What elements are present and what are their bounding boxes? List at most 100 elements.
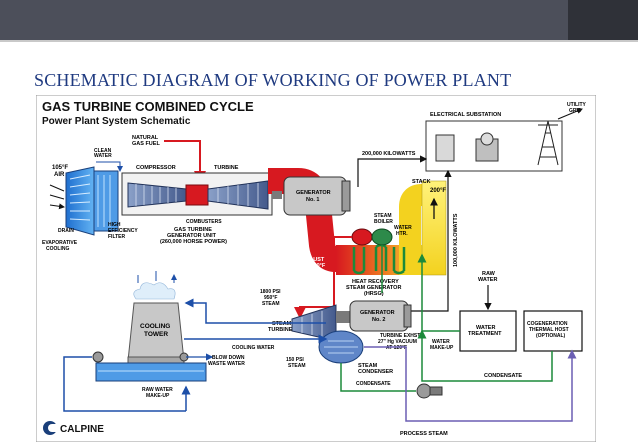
steam-psi-label-1: 1800 PSI <box>260 289 281 295</box>
turbine-exhaust-label-2: 27" Hg VACUUM <box>378 339 417 345</box>
psi150-label-2: STEAM <box>288 363 306 369</box>
hrsg-coils <box>352 243 406 275</box>
air-label: AIR <box>54 172 65 178</box>
cooling-water-return <box>184 298 326 324</box>
generator1-power-line <box>357 155 428 187</box>
power-plant-schematic: GAS TURBINE COMBINED CYCLE Power Plant S… <box>36 95 596 442</box>
high-efficiency-filter-label-1: HIGH <box>108 222 121 228</box>
steam-boiler-label-2: BOILER <box>374 219 393 225</box>
utility-grid-label-1: UTILITY <box>567 102 587 108</box>
raw-water-makeup-label-2: MAKE-UP <box>146 393 170 399</box>
gas-turbine-unit-label-2: GENERATOR UNIT <box>167 233 217 239</box>
generator-2 <box>349 300 412 332</box>
cooling-water-label: COOLING WATER <box>232 345 275 351</box>
drain-label: DRAIN <box>58 228 74 234</box>
clean-water-label-1: CLEAN <box>94 148 112 154</box>
gas-turbine-unit-label-1: GAS TURBINE <box>174 227 212 233</box>
cogeneration-label-1: COGENERATION <box>527 321 568 327</box>
raw-water-makeup-label-1: RAW WATER <box>142 387 173 393</box>
hrsg-label-2: STEAM GENERATOR <box>346 285 401 291</box>
steam-condenser <box>318 330 364 364</box>
kw-200-label: 200,000 KILOWATTS <box>362 151 416 157</box>
natural-gas-line <box>164 140 206 183</box>
water-treatment-label-1: WATER <box>476 325 495 331</box>
psi150-label-1: 150 PSI <box>286 357 304 363</box>
high-efficiency-filter-label-2: EFFICIENCY <box>108 228 138 234</box>
gas-turbine-unit-label-3: (260,000 HORSE POWER) <box>160 239 227 245</box>
condensate-label: CONDENSATE <box>356 381 391 387</box>
slide-title: SCHEMATIC DIAGRAM OF WORKING OF POWER PL… <box>34 70 512 90</box>
turbine-exhaust-label-1: TURBINE EXHST <box>380 333 420 339</box>
exhaust-label-2: GAS 1000°F <box>294 263 326 269</box>
blow-down-label-1: BLOW DOWN <box>212 355 245 361</box>
water-treatment-label-2: TREATMENT <box>468 331 502 337</box>
circulating-pump <box>92 351 104 363</box>
turbine-exhaust-label-3: AT 120°F <box>386 345 407 351</box>
evaporative-cooling-label-2: COOLING <box>46 246 69 252</box>
cogeneration-label-3: (OPTIONAL) <box>536 333 565 339</box>
steam-condenser-label-1: STEAM <box>358 363 378 369</box>
turbine-label: TURBINE <box>214 165 239 171</box>
generator1-label-2: No. 1 <box>306 197 319 203</box>
schematic-heading: GAS TURBINE COMBINED CYCLE <box>42 99 254 114</box>
cooling-tower-label-1: COOLING <box>140 323 170 330</box>
steam-psi-label-3: STEAM <box>262 301 280 307</box>
evaporative-cooler <box>65 166 119 236</box>
calpine-logo <box>43 421 58 435</box>
stack-temp-label: 200°F <box>430 188 446 194</box>
calpine-brand: CALPINE <box>60 424 104 435</box>
stack-label: STACK <box>412 179 431 185</box>
raw-water-label-1: RAW <box>482 271 496 277</box>
water-heater-label-2: HTR. <box>396 231 408 237</box>
water-makeup-label-2: MAKE-UP <box>430 345 454 351</box>
evaporative-cooling-label-1: EVAPORATIVE <box>42 240 78 246</box>
electrical-substation: ELECTRICAL SUBSTATION UTILITY GRID <box>425 102 587 172</box>
slide-header-accent <box>568 0 638 40</box>
kw-100-label: 100,000 KILOWATTS <box>453 213 459 267</box>
condensate-line <box>340 363 416 392</box>
cogeneration-label-2: THERMAL HOST <box>529 327 569 333</box>
cooling-tower-label-2: TOWER <box>144 331 168 338</box>
cogeneration-box <box>523 310 583 352</box>
condensate2-label: CONDENSATE <box>484 373 522 379</box>
air-inflow-arrows <box>49 184 64 207</box>
cooling-tower <box>127 271 185 364</box>
generator2-power-line <box>411 169 452 312</box>
steam-condenser-label-2: CONDENSER <box>358 369 393 375</box>
return-condensate-line <box>417 329 553 382</box>
clean-water-line <box>96 161 123 172</box>
hrsg-label-1: HEAT RECOVERY <box>352 279 399 285</box>
high-efficiency-filter-label-3: FILTER <box>108 234 126 240</box>
steam-boiler-label-1: STEAM <box>374 213 392 219</box>
generator1-label-1: GENERATOR <box>296 190 331 196</box>
generator-1 <box>272 176 351 216</box>
schematic-subheading: Power Plant System Schematic <box>42 116 191 127</box>
combustor <box>185 184 209 206</box>
steam-turbine-label-1: STEAM <box>272 321 292 327</box>
steam-turbine-label-2: TURBINE <box>268 327 293 333</box>
air-temp-label: 105°F <box>52 165 68 171</box>
natural-gas-label-1: NATURAL <box>132 135 159 141</box>
steam-psi-label-2: 950°F <box>264 295 277 301</box>
slide-header-rule <box>0 40 638 42</box>
blow-down-label-2: WASTE WATER <box>208 361 245 367</box>
transmission-tower <box>537 120 559 166</box>
clean-water-label-2: WATER <box>94 153 112 159</box>
combusters-label: COMBUSTERS <box>186 219 222 225</box>
natural-gas-label-2: GAS FUEL <box>132 141 160 147</box>
cooling-tower-basin <box>95 362 207 382</box>
utility-grid-label-2: GRID <box>569 108 582 114</box>
process-steam-label: PROCESS STEAM <box>400 431 448 437</box>
compressor-label: COMPRESSOR <box>136 165 176 171</box>
exhaust-label-1: EXHAUST <box>298 257 325 263</box>
raw-water-makeup-line <box>63 356 186 412</box>
electrical-substation-label: ELECTRICAL SUBSTATION <box>430 112 501 118</box>
slide-header-bar <box>0 0 638 40</box>
water-heater-label-1: WATER <box>394 225 412 231</box>
condensate-pump <box>416 383 443 399</box>
hrsg-label-3: (HRSG) <box>364 291 384 297</box>
water-makeup-label-1: WATER <box>432 339 450 345</box>
stack <box>421 180 447 276</box>
generator2-label-2: No. 2 <box>372 317 385 323</box>
raw-water-label-2: WATER <box>478 277 497 283</box>
